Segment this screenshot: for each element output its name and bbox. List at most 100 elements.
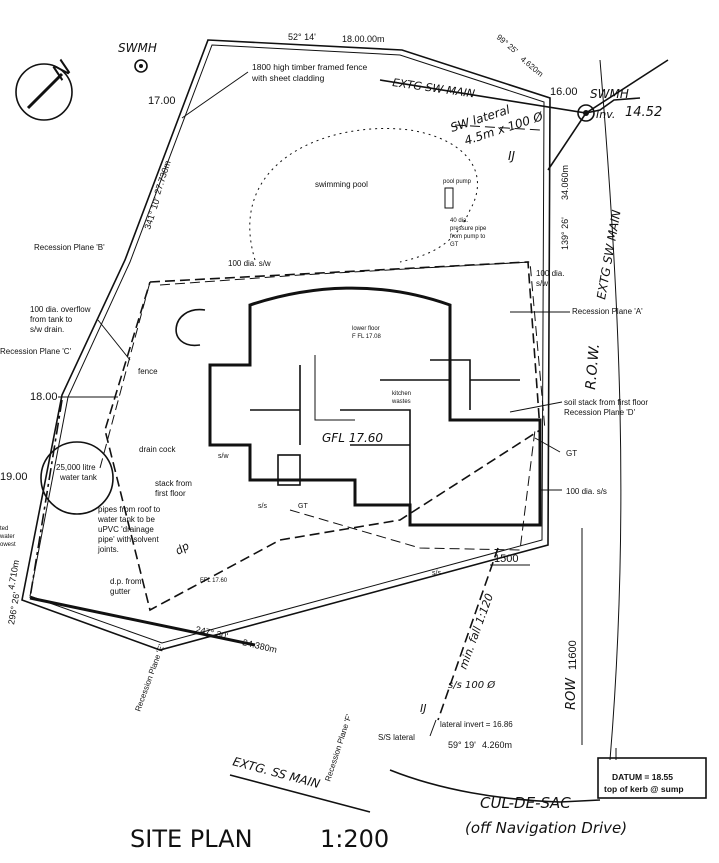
building-outline — [208, 286, 542, 527]
swimming-pool-outline — [249, 128, 478, 263]
sw-drain-line — [159, 261, 546, 431]
sw-100-top-label: 100 dia. s/w — [228, 259, 271, 268]
stair-block — [277, 454, 301, 486]
sw-100-right-l1: 100 dia. — [536, 269, 564, 278]
fence-note-line2: with sheet cladding — [251, 73, 325, 83]
level-west: 18.00 — [30, 391, 58, 403]
ne-bearing: 99° 25' — [495, 33, 520, 56]
navigation-drive-label: (off Navigation Drive) — [465, 819, 627, 837]
exist-ss-main-label: EXTG. SS MAIN — [231, 754, 321, 791]
road-edge — [389, 769, 601, 803]
pipes-note-l2: water tank to be — [97, 515, 155, 524]
level-nw: 17.00 — [148, 95, 176, 107]
recession-b-label: Recession Plane 'B' — [34, 243, 105, 252]
pressure-pipe-l2: pressure pipe — [450, 226, 487, 232]
cul-de-sac-label: CUL-DE-SAC — [480, 794, 571, 812]
gfl-label: GFL 17.60 — [322, 431, 383, 445]
south-length: 24.380m — [242, 637, 278, 655]
left-cut-l1: ted — [0, 526, 8, 532]
site-boundary — [21, 39, 551, 651]
row-boundary-line — [599, 59, 622, 761]
sw-fence — [29, 596, 256, 647]
kitchen-wastes-l1: kitchen — [392, 391, 411, 397]
inv-label: Inv. — [596, 108, 615, 121]
exist-sw-main-right — [585, 97, 641, 114]
stack-first-l1: stack from — [155, 479, 192, 488]
ffl-label: FFL 17.60 — [200, 578, 228, 584]
left-cut-l3: owest — [0, 542, 16, 548]
recession-c-label: Recession Plane 'C' — [0, 347, 72, 356]
ne-length: 4.620m — [519, 55, 545, 79]
fence-note-leader — [181, 71, 249, 119]
dp-gutter-l1: d.p. from — [110, 577, 142, 586]
ss-label: s/s — [432, 570, 441, 577]
recession-e-label: Recession Plane 'E' — [133, 643, 166, 713]
north-label: N — [48, 56, 77, 85]
dp-gutter-l2: gutter — [110, 587, 131, 596]
exist-ss-main-line — [229, 774, 371, 813]
top-bearing: 52° 14' — [288, 32, 316, 42]
overflow-leader — [97, 319, 131, 361]
pressure-pipe-l3: from pump to — [450, 234, 486, 240]
pool-pump-label: pool pump — [443, 179, 472, 185]
drain-cock-label: drain cock — [139, 445, 176, 454]
lateral-invert-label: lateral invert = 16.86 — [440, 720, 513, 729]
se-bearing: 59° 19' — [448, 740, 476, 750]
datum-box — [597, 757, 707, 799]
overflow-loop — [175, 309, 206, 346]
north-arrow-icon — [15, 63, 73, 121]
pipes-note-l1: pipes from roof to — [98, 505, 161, 514]
ij-top-label: IJ — [508, 149, 516, 163]
sw-bearing: 296° 26' — [6, 591, 22, 625]
overflow-l1: 100 dia. overflow — [30, 305, 91, 314]
gt-label: GT — [566, 449, 577, 458]
ss-drain-line — [289, 429, 536, 551]
overflow-l3: s/w drain. — [30, 325, 64, 334]
recession-line-c — [99, 281, 151, 469]
east-bearing: 139° 26' — [560, 217, 570, 250]
ss-lateral-label: S/S lateral — [378, 733, 415, 742]
ss-lateral-leader — [429, 719, 437, 737]
swimming-pool-label: swimming pool — [315, 180, 368, 189]
recession-f-label: Recession Plane 'F' — [323, 713, 353, 783]
inner-stair — [314, 355, 355, 421]
pressure-pipe-l4: GT — [450, 242, 459, 248]
dim-11600: 11600 — [567, 640, 579, 670]
left-cut-l2: water — [0, 534, 15, 540]
datum-label: DATUM = 18.55 — [612, 772, 673, 782]
kitchen-wastes-l2: wastes — [391, 399, 411, 405]
ss-100-label: 100 dia. s/s — [566, 487, 607, 496]
dp-label: dp — [173, 539, 192, 557]
sw-label: s/w — [218, 453, 229, 460]
pipes-note-l3: uPVC 'drainage — [98, 525, 154, 534]
ss-100-hw: s/s 100 Ø — [448, 679, 496, 691]
ss-lateral-line — [437, 547, 499, 721]
pool-pump-box — [444, 187, 454, 209]
pipes-note-l4: pipe' with solvent — [98, 535, 159, 544]
lower-floor-l2: F FL 17.08 — [352, 334, 381, 340]
row-bottom-label: ROW — [564, 677, 579, 710]
water-tank — [40, 441, 114, 515]
row-label: R.O.W. — [583, 343, 603, 390]
swmh-nw-label: SWMH — [118, 41, 157, 55]
gt-leader — [534, 437, 561, 453]
building-inner-walls — [250, 359, 520, 505]
soil-stack-leader — [509, 401, 563, 413]
swmh-level: 14.52 — [625, 105, 662, 120]
site-plan-scale: 1:200 — [320, 825, 389, 853]
pipes-note-l5: joints. — [97, 545, 119, 554]
recession-plane-outline — [104, 261, 541, 612]
site-plan-title: SITE PLAN — [130, 825, 253, 853]
gt-small-label: GT — [298, 503, 308, 510]
dim-1500: 1500 — [494, 553, 518, 565]
recession-d-label: Recession Plane 'D' — [564, 408, 636, 417]
stack-first-l2: first floor — [155, 489, 186, 498]
ss-label-2: s/s — [258, 503, 267, 510]
lower-floor-l1: lower floor — [352, 326, 380, 332]
west-bearing: 341° 10' — [142, 196, 162, 231]
ij-bottom-label: IJ — [420, 702, 427, 715]
swmh-nw — [134, 59, 148, 73]
sw-lateral-to-swmh — [547, 112, 587, 171]
level-ne: 16.00 — [550, 86, 578, 98]
